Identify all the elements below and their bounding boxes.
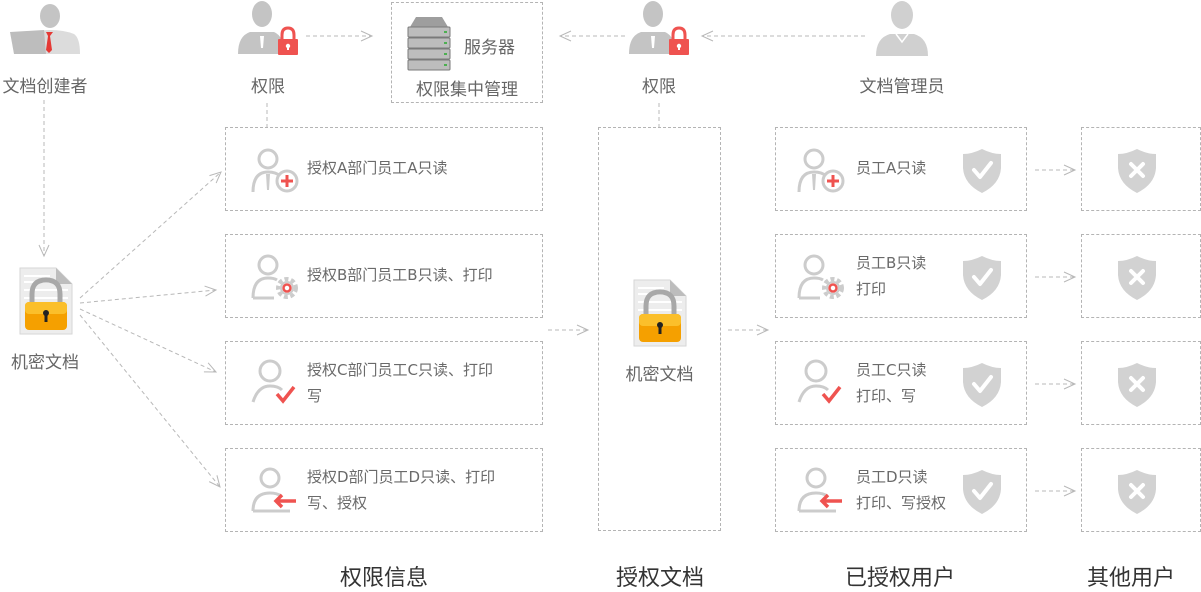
footer-authorized-doc: 授权文档 <box>615 566 704 591</box>
server-icon <box>407 17 451 71</box>
shield-x-icon <box>1118 470 1156 514</box>
user-permission-text: 打印、写 <box>856 387 917 405</box>
server-caption: 权限集中管理 <box>416 80 518 100</box>
permission-left: 权限 <box>232 0 304 100</box>
creator-label: 文档创建者 <box>2 77 88 97</box>
user-settings-icon <box>251 254 298 300</box>
creator-laptop-icon <box>10 4 80 54</box>
permission-text: 授权C部门员工C只读、打印 <box>307 361 493 379</box>
authorized-document-box: 机密文档 <box>598 127 721 531</box>
doc-to-perm-c-line <box>79 308 218 373</box>
document-admin: 文档管理员 <box>850 0 954 100</box>
authorized-user-item: 员工B只读 打印 <box>775 234 1027 318</box>
shield-x-icon <box>1118 149 1156 193</box>
user-check-icon <box>797 359 842 404</box>
doc-to-perm-a-line <box>79 171 222 299</box>
permission-text: 写、授权 <box>307 494 368 512</box>
shield-x-icon <box>1118 256 1156 300</box>
doc-to-perm-d-line <box>79 314 221 488</box>
shield-check-icon <box>963 363 1001 407</box>
permission-text: 写 <box>307 387 323 405</box>
source-document: 机密文档 <box>4 262 86 382</box>
authorized-user-item: 员工A只读 <box>775 127 1027 211</box>
authorized-doc-label: 机密文档 <box>625 365 694 385</box>
user-lock-icon <box>238 1 298 55</box>
authorized-user-item: 员工D只读 打印、写授权 <box>775 448 1027 532</box>
document-creator: 文档创建者 <box>0 0 90 100</box>
locked-document-icon <box>19 267 73 335</box>
shield-check-icon <box>963 470 1001 514</box>
permission-item: 授权C部门员工C只读、打印 写 <box>225 341 543 425</box>
user-permission-text: 员工C只读 <box>856 361 927 379</box>
shield-check-icon <box>963 256 1001 300</box>
permission-item: 授权B部门员工B只读、打印 <box>225 234 543 318</box>
other-user-item <box>1081 234 1201 318</box>
doc-to-perm-b-line <box>79 285 218 304</box>
permission-right-label: 权限 <box>642 77 676 97</box>
shield-x-icon <box>1118 363 1156 407</box>
user-permission-text: 打印、写授权 <box>856 494 947 512</box>
user-arrow-icon <box>251 467 296 513</box>
footer-authorized-users: 已授权用户 <box>844 566 955 591</box>
permission-left-label: 权限 <box>251 77 285 97</box>
user-add-icon <box>797 148 845 193</box>
user-add-icon <box>251 148 299 193</box>
permission-right: 权限 <box>623 0 695 100</box>
user-lock-icon <box>629 1 689 55</box>
footer-other-users: 其他用户 <box>1086 566 1175 591</box>
source-doc-label: 机密文档 <box>11 353 79 373</box>
server-label: 服务器 <box>464 38 515 58</box>
user-settings-icon <box>797 254 844 300</box>
permission-item: 授权D部门员工D只读、打印 写、授权 <box>225 448 543 532</box>
admin-label: 文档管理员 <box>859 77 945 97</box>
other-user-item <box>1081 127 1201 211</box>
user-permission-text: 员工D只读 <box>856 468 928 486</box>
permission-text: 授权D部门员工D只读、打印 <box>307 468 496 486</box>
footer-permission-info: 权限信息 <box>339 566 428 591</box>
user-permission-text: 打印 <box>856 280 887 298</box>
user-arrow-icon <box>797 467 842 513</box>
authorized-user-item: 员工C只读 打印、写 <box>775 341 1027 425</box>
admin-user-icon <box>876 1 928 56</box>
user-permission-text: 员工B只读 <box>856 254 927 272</box>
user-permission-text: 员工A只读 <box>856 159 927 177</box>
server-box: 服务器 权限集中管理 <box>391 2 543 103</box>
other-user-item <box>1081 341 1201 425</box>
permission-text: 授权B部门员工B只读、打印 <box>307 266 493 284</box>
other-user-item <box>1081 448 1201 532</box>
permission-text: 授权A部门员工A只读 <box>307 159 448 177</box>
user-check-icon <box>251 359 296 404</box>
permission-item: 授权A部门员工A只读 <box>225 127 543 211</box>
locked-document-icon <box>633 279 687 347</box>
shield-check-icon <box>963 149 1001 193</box>
